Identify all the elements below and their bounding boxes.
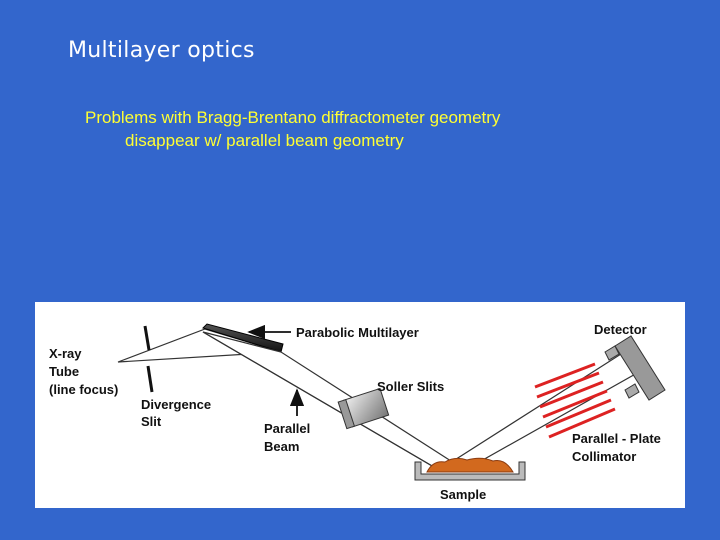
label-parallel-beam-line2: Beam: [264, 439, 299, 454]
label-parallel-beam-line1: Parallel: [264, 421, 310, 436]
label-detector: Detector: [594, 322, 647, 337]
label-sample: Sample: [440, 487, 486, 502]
label-xray-line1: X-ray: [49, 346, 82, 361]
soller-slits: [337, 387, 390, 430]
label-multilayer: Parabolic Multilayer: [296, 325, 419, 340]
parallel-beam-edge: [202, 331, 440, 471]
label-soller-slits: Soller Slits: [377, 379, 444, 394]
sample-holder: [414, 457, 526, 481]
parabolic-multilayer-mirror: [202, 323, 284, 353]
parallel-plate-collimator: [534, 362, 616, 439]
bullet-line-2: disappear w/ parallel beam geometry: [125, 131, 404, 150]
label-divergence-line2: Slit: [141, 414, 162, 429]
label-collimator-line2: Collimator: [572, 449, 636, 464]
parallel-beam: [202, 331, 468, 471]
diffractometer-diagram: X-ray Tube (line focus) Divergence Slit …: [35, 302, 685, 508]
label-xray-line2: Tube: [49, 364, 79, 379]
detector: [604, 335, 666, 401]
diagram-svg: X-ray Tube (line focus) Divergence Slit …: [49, 322, 666, 502]
slide-title: Multilayer optics: [68, 38, 255, 63]
label-divergence-line1: Divergence: [141, 397, 211, 412]
label-xray-line3: (line focus): [49, 382, 118, 397]
bullet-text: Problems with Bragg-Brentano diffractome…: [85, 106, 645, 152]
label-collimator-line1: Parallel - Plate: [572, 431, 661, 446]
bullet-line-1: Problems with Bragg-Brentano diffractome…: [85, 108, 501, 127]
sample-powder: [426, 457, 514, 473]
divergence-slit-bottom: [146, 365, 154, 393]
divergence-slit-top: [143, 325, 151, 351]
